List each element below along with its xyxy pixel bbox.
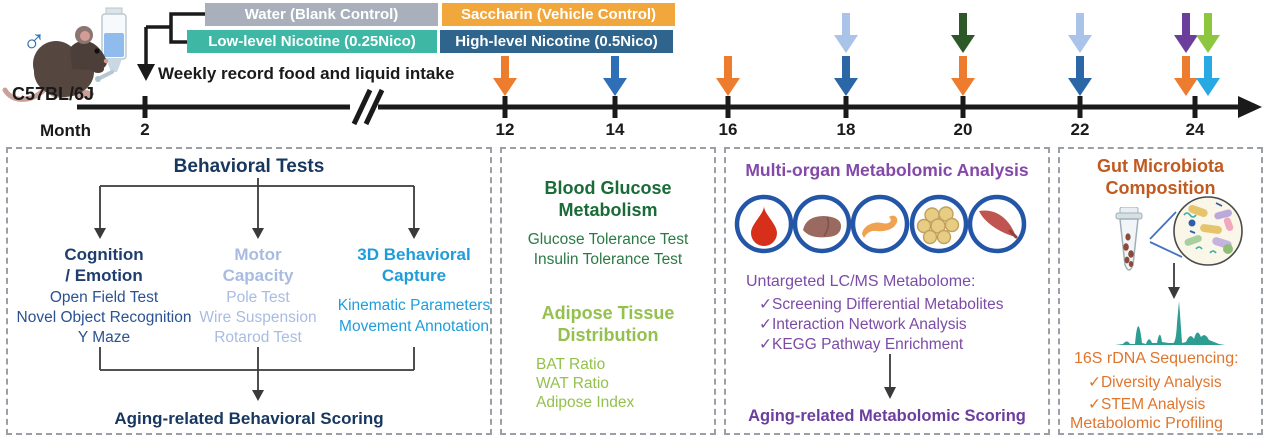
chromatogram-icon — [1115, 301, 1225, 345]
down-arrow — [884, 354, 896, 399]
month-label-14: 14 — [605, 120, 625, 139]
metabolomics-title: Multi-organ Metabolomic Analysis — [745, 160, 1029, 180]
water-bottle-icon — [95, 7, 127, 82]
month-label-18: 18 — [836, 120, 856, 139]
behavioral-title: Behavioral Tests — [173, 156, 325, 177]
event-arrow-m22-lightblue — [1068, 13, 1092, 53]
weekly-note: Weekly record food and liquid intake — [158, 64, 455, 83]
column-motor-items: Pole Test Wire Suspension Rotarod Test — [166, 288, 350, 348]
title-line: Gut Microbiota — [1097, 156, 1224, 176]
column-motor-heading: Motor Capacity — [166, 244, 350, 286]
list-item: Insulin Tolerance Test — [533, 251, 683, 268]
check-item: ✓STEM Analysis — [1088, 396, 1206, 413]
check-item: ✓Screening Differential Metabolites — [759, 296, 1004, 313]
event-arrow-m22-steelblue — [1068, 56, 1092, 96]
month-label-12: 12 — [495, 120, 515, 139]
column-cognition-items: Open Field Test Novel Object Recognition… — [10, 288, 198, 348]
month-label-22: 22 — [1070, 120, 1090, 139]
title-line: Blood Glucose — [544, 178, 672, 198]
axis-label: Month — [40, 121, 91, 140]
microbiota-outcome: Metabolomic Profiling — [1070, 415, 1223, 432]
month-label-16: 16 — [718, 120, 738, 139]
event-arrow-m24-cyan — [1196, 56, 1220, 96]
check-item: ✓Diversity Analysis — [1088, 374, 1222, 391]
heading-line: Capacity — [222, 266, 294, 285]
microbiome-icon — [1173, 196, 1243, 266]
list-item: Glucose Tolerance Test — [527, 231, 689, 248]
heading-line: Capture — [381, 266, 447, 285]
legend-high-nicotine: High-level Nicotine (0.5Nico) — [440, 30, 673, 53]
strain-label: C57BL/6J — [12, 84, 95, 104]
liver-icon — [792, 194, 852, 254]
list-item: WAT Ratio — [536, 375, 609, 392]
adipose-items: BAT Ratio WAT Ratio Adipose Index — [536, 355, 634, 412]
title-line: Distribution — [557, 325, 659, 345]
event-arrow-m24-yellowgreen — [1196, 13, 1220, 53]
heading-line: Motor — [234, 245, 282, 264]
event-arrow-m24-orange — [1174, 56, 1198, 96]
behavioral-outcome: Aging-related Behavioral Scoring — [114, 409, 384, 428]
event-arrow-m20-darkgreen — [951, 13, 975, 53]
column-3d-capture-heading: 3D Behavioral Capture — [322, 244, 506, 286]
flowchart-connectors — [94, 178, 420, 401]
title-line: Adipose Tissue — [541, 303, 675, 323]
list-item: Open Field Test — [49, 289, 159, 306]
event-arrow-m14-blue — [603, 56, 627, 96]
check-item: ✓KEGG Pathway Enrichment — [759, 336, 964, 353]
panel-behavioral-tests: Behavioral Tests C — [6, 147, 492, 435]
column-cognition-heading: Cognition / Emotion — [10, 244, 198, 286]
muscle-icon — [967, 194, 1027, 254]
adipose-title: Adipose Tissue Distribution — [502, 302, 714, 346]
event-arrow-m12-orange — [493, 56, 517, 96]
metabolomics-outcome: Aging-related Metabolomic Scoring — [748, 407, 1026, 425]
title-line: Metabolism — [558, 200, 658, 220]
heading-line: / Emotion — [65, 266, 143, 285]
list-item: Rotarod Test — [214, 329, 302, 346]
legend-saccharin: Saccharin (Vehicle Control) — [442, 3, 675, 26]
sample-tube-icon — [1115, 207, 1143, 271]
sequencing-method: 16S rDNA Sequencing: — [1074, 350, 1239, 367]
panel-metabolomics: Multi-organ Metabolomic Analysis — [724, 147, 1050, 435]
blood-drop-icon — [734, 194, 794, 254]
event-arrow-m24-purple — [1174, 13, 1198, 53]
list-item: Novel Object Recognition — [16, 309, 192, 326]
zoom-lines — [1149, 211, 1183, 258]
title-line: Composition — [1105, 178, 1216, 198]
heading-line: 3D Behavioral — [357, 245, 471, 264]
panel-glucose-adipose: Blood Glucose Metabolism Glucose Toleran… — [500, 147, 716, 435]
event-arrow-m20-orange — [951, 56, 975, 96]
event-arrow-m18-lightblue — [834, 13, 858, 53]
list-item: Pole Test — [226, 289, 290, 306]
sequencing-checklist: ✓Diversity Analysis ✓STEM Analysis — [1088, 372, 1222, 416]
month-label-24: 24 — [1185, 120, 1205, 139]
down-arrow — [1168, 263, 1180, 299]
event-arrow-m16-orange — [716, 56, 740, 96]
event-arrow-m18-steelblue — [834, 56, 858, 96]
month-label-2: 2 — [140, 120, 150, 139]
mouse-icon — [2, 7, 127, 102]
glucose-title: Blood Glucose Metabolism — [502, 177, 714, 221]
glucose-items: Glucose Tolerance Test Insulin Tolerance… — [502, 230, 714, 270]
check-item: ✓Interaction Network Analysis — [759, 316, 967, 333]
metabolome-method: Untargeted LC/MS Metabolome: — [746, 273, 976, 290]
list-item: Y Maze — [77, 329, 131, 346]
male-icon: ♂ — [22, 22, 46, 58]
list-item: Wire Suspension — [199, 309, 317, 326]
column-3d-capture-items: Kinematic Parameters Movement Annotation — [322, 295, 506, 337]
list-item: Adipose Index — [536, 394, 635, 411]
list-item: Kinematic Parameters — [337, 297, 491, 314]
pancreas-icon — [850, 194, 910, 254]
month-label-20: 20 — [953, 120, 973, 139]
adipose-icon — [909, 194, 969, 254]
metabolome-checklist: ✓Screening Differential Metabolites ✓Int… — [759, 295, 1003, 355]
panel-microbiota: Gut Microbiota Composition — [1058, 147, 1263, 435]
list-item: BAT Ratio — [536, 356, 606, 373]
timeline-axis — [77, 12, 1262, 126]
legend-water: Water (Blank Control) — [205, 3, 438, 26]
legend-low-nicotine: Low-level Nicotine (0.25Nico) — [187, 30, 437, 53]
microbiota-title: Gut Microbiota Composition — [1060, 155, 1261, 199]
heading-line: Cognition — [64, 245, 144, 264]
list-item: Movement Annotation — [339, 318, 489, 335]
